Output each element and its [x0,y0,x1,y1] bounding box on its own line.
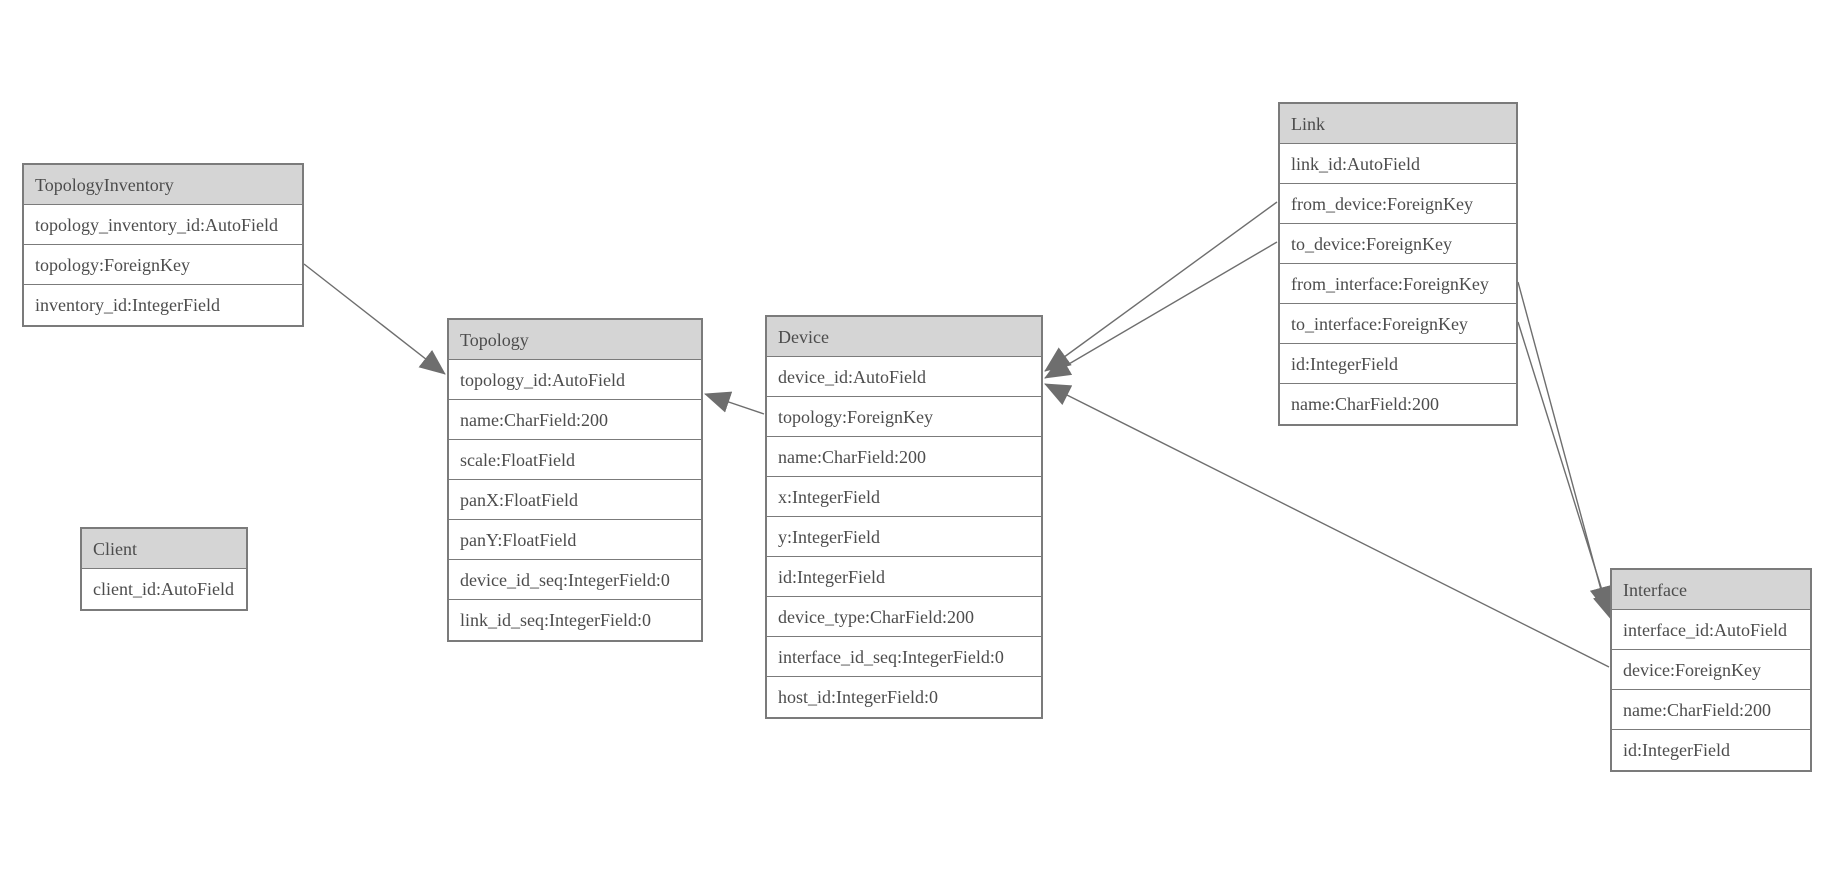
entity-interface-title: Interface [1612,570,1810,610]
field-row: id:IntegerField [1280,344,1516,384]
field-row: id:IntegerField [767,557,1041,597]
field-row: link_id_seq:IntegerField:0 [449,600,701,640]
connector-interface-device [1044,383,1610,668]
field-row: link_id:AutoField [1280,144,1516,184]
entity-device[interactable]: Device device_id:AutoField topology:Fore… [765,315,1043,719]
entity-device-title: Device [767,317,1041,357]
field-row: device_id:AutoField [767,357,1041,397]
entity-topology-title: Topology [449,320,701,360]
field-row: client_id:AutoField [82,569,246,609]
field-row: panX:FloatField [449,480,701,520]
field-row: from_interface:ForeignKey [1280,264,1516,304]
entity-topology[interactable]: Topology topology_id:AutoField name:Char… [447,318,703,642]
field-row: topology:ForeignKey [24,245,302,285]
field-row: device_type:CharField:200 [767,597,1041,637]
connector-device-topology [704,391,765,415]
connector-link-todevice-device [1044,241,1278,379]
connector-topologyinventory-topology [303,263,446,375]
field-row: to_device:ForeignKey [1280,224,1516,264]
entity-client[interactable]: Client client_id:AutoField [80,527,248,611]
field-row: device:ForeignKey [1612,650,1810,690]
entity-interface[interactable]: Interface interface_id:AutoField device:… [1610,568,1812,772]
field-row: name:CharField:200 [1280,384,1516,424]
field-row: device_id_seq:IntegerField:0 [449,560,701,600]
field-row: interface_id:AutoField [1612,610,1810,650]
entity-link[interactable]: Link link_id:AutoField from_device:Forei… [1278,102,1518,426]
field-row: name:CharField:200 [767,437,1041,477]
field-row: id:IntegerField [1612,730,1810,770]
field-row: x:IntegerField [767,477,1041,517]
field-row: topology_id:AutoField [449,360,701,400]
field-row: panY:FloatField [449,520,701,560]
entity-link-title: Link [1280,104,1516,144]
field-row: scale:FloatField [449,440,701,480]
field-row: topology:ForeignKey [767,397,1041,437]
field-row: from_device:ForeignKey [1280,184,1516,224]
field-row: to_interface:ForeignKey [1280,304,1516,344]
field-row: y:IntegerField [767,517,1041,557]
entity-client-title: Client [82,529,246,569]
field-row: interface_id_seq:IntegerField:0 [767,637,1041,677]
connector-link-fromdevice-device [1044,201,1278,372]
connector-link-tointerface-interface [1517,321,1615,620]
field-row: name:CharField:200 [449,400,701,440]
field-row: name:CharField:200 [1612,690,1810,730]
field-row: topology_inventory_id:AutoField [24,205,302,245]
field-row: host_id:IntegerField:0 [767,677,1041,717]
entity-topologyinventory-title: TopologyInventory [24,165,302,205]
field-row: inventory_id:IntegerField [24,285,302,325]
entity-topologyinventory[interactable]: TopologyInventory topology_inventory_id:… [22,163,304,327]
